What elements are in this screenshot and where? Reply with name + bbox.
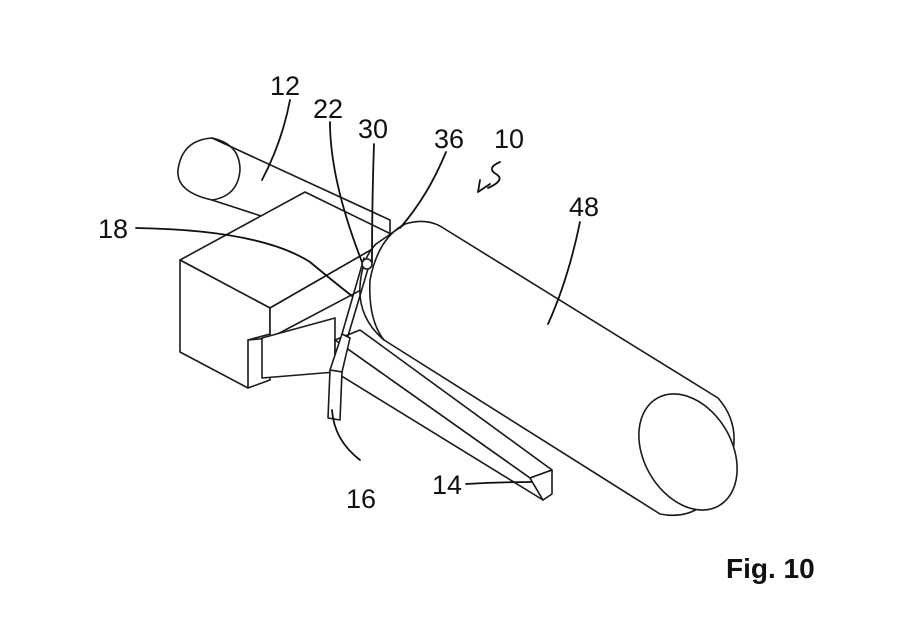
label-16: 16 xyxy=(346,484,376,514)
clip-lever xyxy=(327,257,373,421)
leader-lines xyxy=(135,99,581,485)
label-10: 10 xyxy=(494,124,524,154)
leader-36 xyxy=(399,151,447,229)
label-12: 12 xyxy=(270,71,300,101)
leader-48 xyxy=(547,221,581,325)
leader-22 xyxy=(329,121,363,263)
label-18: 18 xyxy=(98,214,128,244)
leader-12 xyxy=(261,99,291,181)
elongated-bar xyxy=(334,329,553,501)
label-36: 36 xyxy=(434,124,464,154)
reference-labels: 12 22 30 36 10 48 18 16 14 xyxy=(98,71,599,514)
label-22: 22 xyxy=(313,94,343,124)
label-14: 14 xyxy=(432,470,462,500)
arrow-10-squiggle xyxy=(487,161,501,189)
leader-30 xyxy=(371,143,375,263)
main-cylinder xyxy=(359,220,738,516)
label-30: 30 xyxy=(358,114,388,144)
leader-18 xyxy=(135,227,353,297)
figure-caption: Fig. 10 xyxy=(726,553,815,584)
leader-16 xyxy=(331,409,361,461)
label-48: 48 xyxy=(569,192,599,222)
leader-14 xyxy=(465,481,533,485)
arrow-10-head xyxy=(477,179,491,193)
